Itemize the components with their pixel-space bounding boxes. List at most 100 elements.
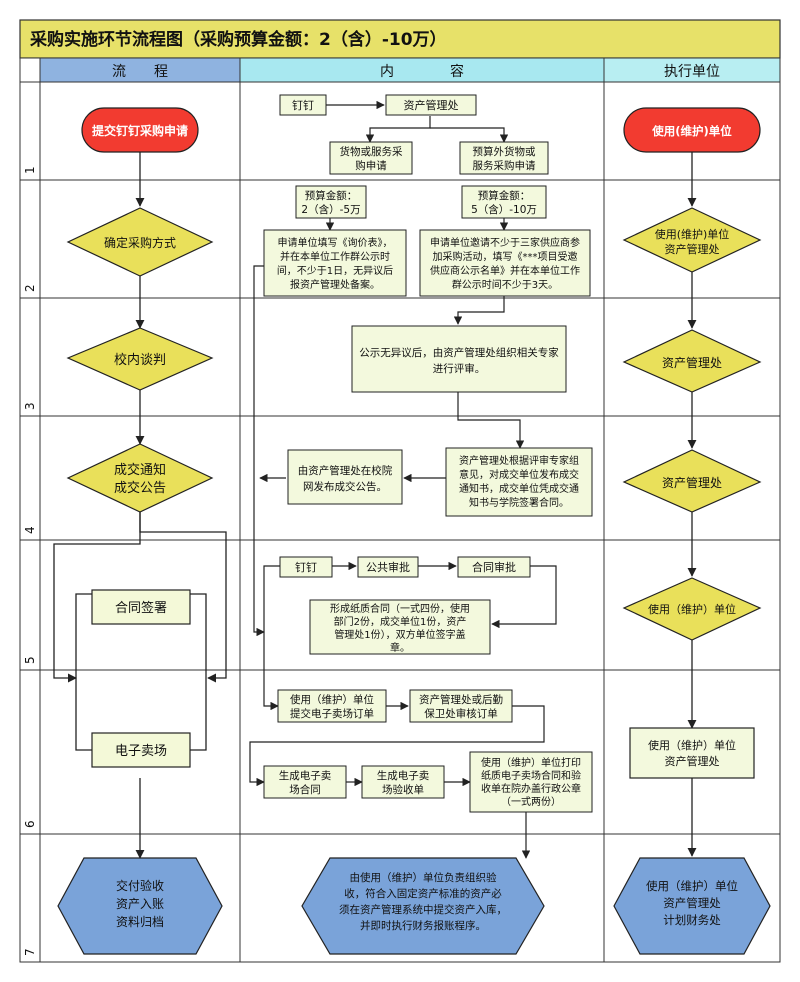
final-text: 并即时执行财务报账程序。 bbox=[360, 919, 486, 932]
dingding-label: 钉钉 bbox=[292, 99, 314, 112]
unit-6-node bbox=[629, 727, 755, 779]
header-row-label-cell bbox=[19, 57, 41, 83]
result-box bbox=[445, 447, 593, 517]
row-number: 2 bbox=[23, 284, 37, 292]
unit-1-node bbox=[623, 107, 761, 153]
header-content-label: 内 容 bbox=[380, 63, 464, 80]
gen-contract-box bbox=[263, 765, 347, 799]
submit-request-node bbox=[81, 107, 199, 153]
unit-7-label: 资产管理处 bbox=[663, 896, 721, 910]
inquiry-box bbox=[263, 229, 407, 297]
unit-3-label: 资产管理处 bbox=[662, 355, 722, 370]
unit-6-label: 使用（维护）单位 bbox=[648, 738, 736, 752]
page-title: 采购实施环节流程图（采购预算金额：2（含）-10万） bbox=[29, 29, 447, 50]
contract-approval-box bbox=[457, 556, 531, 578]
paper-contract-text: 章。 bbox=[390, 641, 410, 654]
row-number: 1 bbox=[23, 166, 37, 174]
header-flow bbox=[39, 57, 241, 83]
publish-text: 由资产管理处在校院 bbox=[298, 464, 393, 477]
invite-text: 群公示时间不少于3天。 bbox=[452, 278, 558, 291]
unit-5-label: 使用（维护）单位 bbox=[648, 602, 736, 616]
gen-acceptance-text: 生成电子卖 bbox=[377, 769, 430, 782]
dingding2-label: 钉钉 bbox=[295, 561, 317, 574]
inquiry-text: 报资产管理处备案。 bbox=[290, 278, 380, 291]
review-text: 进行评审。 bbox=[433, 362, 486, 375]
review-order-text: 资产管理处或后勤 bbox=[419, 693, 503, 706]
deliver-label: 资产入账 bbox=[116, 897, 164, 911]
unit-4-node bbox=[622, 449, 762, 513]
row-number: 4 bbox=[23, 526, 37, 534]
inquiry-text: 间，不少于1日，无异议后 bbox=[277, 264, 393, 277]
print-text: 收单在院办盖行政公章 bbox=[481, 782, 581, 795]
invite-text: 供应商公示名单》并在本单位工作 bbox=[430, 264, 580, 277]
print-text: 纸质电子卖场合同和验 bbox=[481, 769, 581, 782]
invite-box bbox=[419, 229, 591, 297]
unit-2-node bbox=[622, 207, 762, 273]
goods-request-label: 购申请 bbox=[355, 159, 387, 172]
row-number: 6 bbox=[23, 820, 37, 828]
paper-contract-box bbox=[309, 599, 491, 655]
final-text: 须在资产管理系统中提交资产入库， bbox=[339, 903, 507, 916]
inquiry-text: 并在本单位工作群公示时 bbox=[280, 250, 390, 263]
contract-label: 合同签署 bbox=[115, 600, 167, 616]
budget-large-box bbox=[461, 185, 547, 219]
paper-contract-text: 部门2份，成交单位1份，资产 bbox=[334, 615, 467, 628]
final-text: 由使用（维护）单位负责组织验 bbox=[350, 871, 497, 884]
final-node bbox=[301, 857, 545, 955]
budget-small-label: 2（含）-5万 bbox=[301, 203, 360, 216]
gen-contract-text: 生成电子卖 bbox=[279, 769, 332, 782]
review-order-box bbox=[409, 689, 513, 723]
publish-box bbox=[287, 449, 403, 505]
asset-office-box bbox=[385, 94, 477, 116]
gen-acceptance-text: 场验收单 bbox=[382, 783, 424, 796]
content-connectors bbox=[249, 100, 557, 859]
header-unit bbox=[603, 57, 781, 83]
dingding2-box bbox=[279, 556, 333, 578]
unit-3-node bbox=[622, 329, 762, 393]
review-order-text: 保卫处审核订单 bbox=[424, 707, 498, 720]
print-text: （一式两份） bbox=[501, 795, 561, 808]
invite-text: 申请单位邀请不少于三家供应商参 bbox=[430, 236, 580, 249]
title-bar bbox=[19, 19, 781, 59]
row-number: 7 bbox=[23, 948, 37, 956]
gen-acceptance-box bbox=[361, 765, 445, 799]
budget-goods-request-label: 服务采购申请 bbox=[473, 159, 536, 172]
dingding-box bbox=[279, 94, 327, 116]
invite-text: 加采购活动，填写《***项目受邀 bbox=[433, 250, 578, 263]
deliver-label: 资料归档 bbox=[116, 915, 164, 929]
unit-5-node bbox=[622, 577, 762, 641]
review-text: 公示无异议后，由资产管理处组织相关专家 bbox=[359, 346, 559, 359]
emall-label: 电子卖场 bbox=[115, 744, 167, 759]
row-number: 3 bbox=[23, 402, 37, 410]
contract-approval-label: 合同审批 bbox=[472, 560, 516, 574]
decision-negotiate bbox=[66, 327, 214, 391]
goods-request-label: 货物或服务采 bbox=[340, 145, 403, 158]
result-text: 通知书，成交单位凭成交通 bbox=[459, 482, 579, 495]
result-text: 意见，对成交单位发布成交 bbox=[459, 468, 579, 481]
print-text: 使用（维护）单位打印 bbox=[481, 756, 581, 769]
flow-connectors bbox=[53, 152, 227, 859]
decision-notice bbox=[66, 443, 214, 513]
unit-7-label: 使用（维护）单位 bbox=[646, 879, 738, 893]
inquiry-text: 申请单位填写《询价表》， bbox=[278, 236, 393, 249]
budget-large-label: 5（含）-10万 bbox=[471, 203, 537, 216]
unit-2-label: 使用(维护)单位 bbox=[655, 227, 730, 241]
deliver-node bbox=[57, 857, 223, 955]
submit-order-box bbox=[277, 689, 387, 723]
decision-notice-label: 成交公告 bbox=[114, 480, 166, 496]
submit-order-text: 提交电子卖场订单 bbox=[290, 707, 374, 720]
unit-2-label: 资产管理处 bbox=[665, 242, 720, 256]
decision-notice-label: 成交通知 bbox=[114, 462, 166, 478]
unit-7-label: 计划财务处 bbox=[663, 913, 721, 927]
contract-node bbox=[91, 589, 191, 625]
deliver-label: 交付验收 bbox=[116, 878, 164, 893]
emall-node bbox=[91, 732, 191, 768]
row-number: 5 bbox=[23, 656, 37, 664]
unit-7-node bbox=[613, 857, 771, 955]
print-box bbox=[469, 751, 593, 813]
decision-method-label: 确定采购方式 bbox=[104, 235, 176, 250]
result-text: 知书与学院签署合同。 bbox=[469, 496, 569, 509]
budget-large-label: 预算金额： bbox=[478, 189, 531, 202]
publish-text: 网发布成交公告。 bbox=[303, 480, 387, 493]
